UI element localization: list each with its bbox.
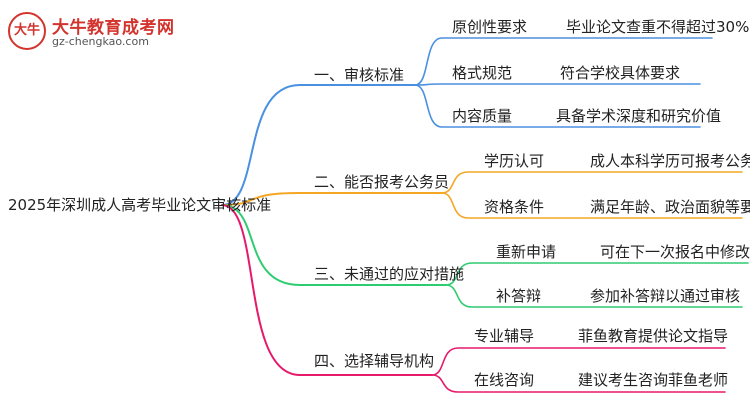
branch-1-child-3-connector xyxy=(414,84,701,128)
logo-site-name: 大牛教育成考网 xyxy=(52,18,175,38)
branch-1-child-1-connector xyxy=(414,37,713,86)
branch-2-child-1-label: 学历认可 xyxy=(484,152,545,170)
branch-1-connector xyxy=(221,84,416,206)
branch-2-label: 二、能否报考公务员 xyxy=(314,173,450,191)
branch-3-child-2-label: 补答辩 xyxy=(496,287,542,305)
branch-2-child-1-detail: 成人本科学历可报考公务员 xyxy=(590,152,750,170)
branch-1-child-2-label: 格式规范 xyxy=(452,64,513,82)
branch-4-child-1-connector xyxy=(431,347,726,376)
site-logo: 大牛 大牛教育成考网 gz-chengkao.com xyxy=(8,12,208,52)
branch-3-child-1-detail: 可在下一次报名中修改提交 xyxy=(600,243,750,261)
branch-3-child-2-connector xyxy=(445,284,743,308)
branch-1-child-2-connector xyxy=(414,83,701,86)
branch-4-child-1-detail: 菲鱼教育提供论文指导 xyxy=(578,327,729,345)
branch-1-child-1-detail: 毕业论文查重不得超过30% xyxy=(566,18,750,36)
branch-2-connector xyxy=(221,192,443,206)
branch-3-label: 三、未通过的应对措施 xyxy=(314,265,465,283)
branch-3-connector xyxy=(221,204,447,286)
branch-3-child-2-detail: 参加补答辩以通过审核 xyxy=(590,287,741,305)
branch-2-child-2-detail: 满足年龄、政治面貌等要求 xyxy=(590,198,750,216)
branch-1-child-3-label: 内容质量 xyxy=(452,107,513,125)
branch-2-child-2-connector xyxy=(441,192,743,219)
branch-4-child-2-detail: 建议考生咨询菲鱼老师 xyxy=(578,371,729,389)
logo-site-url: gz-chengkao.com xyxy=(52,35,149,48)
branch-4-connector xyxy=(221,204,433,376)
branch-4-label: 四、选择辅导机构 xyxy=(314,352,435,370)
branch-1-child-1-label: 原创性要求 xyxy=(452,18,528,36)
branch-3-child-1-connector xyxy=(445,262,749,286)
branch-4-child-2-connector xyxy=(431,374,726,393)
root-node: 2025年深圳成人高考毕业论文审核标准 xyxy=(8,196,272,214)
branch-2-child-2-label: 资格条件 xyxy=(484,198,545,216)
branch-1-child-2-detail: 符合学校具体要求 xyxy=(560,64,681,82)
branch-1-child-3-detail: 具备学术深度和研究价值 xyxy=(556,107,722,125)
branch-4-child-1-label: 专业辅导 xyxy=(474,327,535,345)
logo-badge-icon: 大牛 xyxy=(8,12,46,50)
branch-1-label: 一、审核标准 xyxy=(314,66,405,84)
branch-2-child-1-connector xyxy=(441,171,743,194)
branch-4-child-2-label: 在线咨询 xyxy=(474,371,535,389)
branch-3-child-1-label: 重新申请 xyxy=(496,243,557,261)
